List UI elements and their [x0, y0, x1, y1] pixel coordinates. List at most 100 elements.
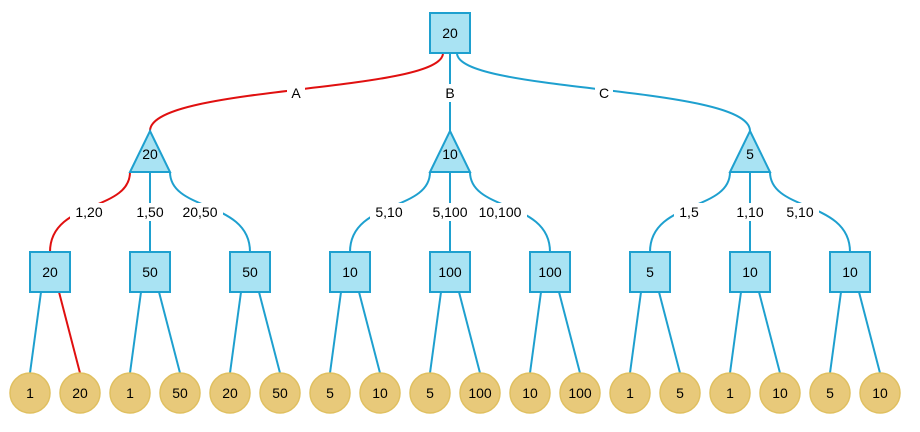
- leaf-node-value: 1: [126, 385, 134, 401]
- edge-label-bg: [177, 203, 223, 221]
- leaf-node-value: 5: [426, 385, 434, 401]
- edge-to-leaf: [429, 291, 442, 374]
- leaf-node-value: 1: [26, 385, 34, 401]
- edge-to-leaf: [729, 291, 742, 374]
- leaf-node-value: 10: [372, 385, 388, 401]
- square-node-value: 100: [438, 264, 462, 280]
- leaf-node: [509, 372, 551, 414]
- leaf-node-value: 50: [272, 385, 288, 401]
- leaf-node: [409, 372, 451, 414]
- square-node-value: 100: [538, 264, 562, 280]
- edge-label-bg: [441, 84, 459, 102]
- child-edge-label: 5,10: [786, 204, 813, 220]
- triangle-node: [128, 128, 172, 173]
- child-edge-label: 5,100: [432, 204, 467, 220]
- square-node-value: 20: [42, 264, 58, 280]
- leaf-node-value: 1: [626, 385, 634, 401]
- square-node: [229, 251, 271, 293]
- edge-to-leaf: [658, 291, 681, 374]
- edge-label-bg: [473, 203, 527, 221]
- edge-label-bg: [595, 84, 613, 102]
- square-node-value: 10: [842, 264, 858, 280]
- square-node: [129, 251, 171, 293]
- square-node: [429, 251, 471, 293]
- edge-label-bg: [781, 203, 819, 221]
- edge-label-bg: [427, 203, 473, 221]
- edge-to-leaf: [258, 291, 281, 374]
- square-node-value: 50: [142, 264, 158, 280]
- leaf-node: [809, 372, 851, 414]
- branch-label: C: [599, 85, 609, 101]
- child-edge-label: 1,5: [679, 204, 699, 220]
- triangle-node: [428, 128, 472, 173]
- leaf-node-value: 5: [826, 385, 834, 401]
- edge-label-bg: [70, 203, 108, 221]
- leaf-node: [109, 372, 151, 414]
- square-node-value: 50: [242, 264, 258, 280]
- leaf-node: [309, 372, 351, 414]
- child-edge-label: 1,50: [136, 204, 163, 220]
- leaf-node-value: 10: [522, 385, 538, 401]
- child-edge-label: 1,10: [736, 204, 763, 220]
- triangle-node-value: 20: [142, 146, 158, 162]
- square-node: [829, 251, 871, 293]
- edge-to-leaf: [758, 291, 781, 374]
- edge-to-leaf: [229, 291, 242, 374]
- edge-to-leaf: [858, 291, 881, 374]
- child-edge-label: 1,20: [75, 204, 102, 220]
- leaf-node: [159, 372, 201, 414]
- edge-label-bg: [370, 203, 408, 221]
- square-node: [29, 251, 71, 293]
- edge-to-leaf: [829, 291, 842, 374]
- branch-label: B: [445, 85, 454, 101]
- leaf-node-value: 5: [326, 385, 334, 401]
- leaf-node: [9, 372, 51, 414]
- leaf-node-value: 100: [468, 385, 492, 401]
- leaf-node-value: 10: [772, 385, 788, 401]
- edge-to-leaf: [529, 291, 542, 374]
- edge-to-leaf: [629, 291, 642, 374]
- edge-to-leaf: [358, 291, 381, 374]
- edge-label-bg: [731, 203, 769, 221]
- leaf-node-value: 20: [222, 385, 238, 401]
- square-node: [729, 251, 771, 293]
- leaf-node-value: 10: [872, 385, 888, 401]
- square-node: [329, 251, 371, 293]
- square-node: [529, 251, 571, 293]
- square-node: [629, 251, 671, 293]
- edge-to-leaf: [58, 291, 81, 374]
- leaf-node-value: 100: [568, 385, 592, 401]
- leaf-node: [59, 372, 101, 414]
- child-edge-label: 5,10: [375, 204, 402, 220]
- root-node-value: 20: [442, 25, 458, 41]
- triangle-node-value: 10: [442, 146, 458, 162]
- leaf-node: [859, 372, 901, 414]
- edge-to-leaf: [329, 291, 342, 374]
- leaf-node-value: 5: [676, 385, 684, 401]
- leaf-node-value: 1: [726, 385, 734, 401]
- child-edge-label: 10,100: [479, 204, 522, 220]
- leaf-node: [259, 372, 301, 414]
- leaf-node: [459, 372, 501, 414]
- child-edge-label: 20,50: [182, 204, 217, 220]
- triangle-node-value: 5: [746, 146, 754, 162]
- leaf-node: [709, 372, 751, 414]
- edge-to-leaf: [558, 291, 581, 374]
- triangle-node: [728, 128, 772, 173]
- leaf-node: [609, 372, 651, 414]
- root-node: [429, 12, 471, 54]
- leaf-node-value: 20: [72, 385, 88, 401]
- edge-to-leaf: [458, 291, 481, 374]
- leaf-node: [209, 372, 251, 414]
- branch-label: A: [291, 85, 301, 101]
- leaf-node: [659, 372, 701, 414]
- edge-to-leaf: [129, 291, 142, 374]
- leaf-node: [359, 372, 401, 414]
- square-node-value: 5: [646, 264, 654, 280]
- leaf-node: [759, 372, 801, 414]
- edge-label-bg: [131, 203, 169, 221]
- square-node-value: 10: [342, 264, 358, 280]
- square-node-value: 10: [742, 264, 758, 280]
- edge-to-leaf: [158, 291, 181, 374]
